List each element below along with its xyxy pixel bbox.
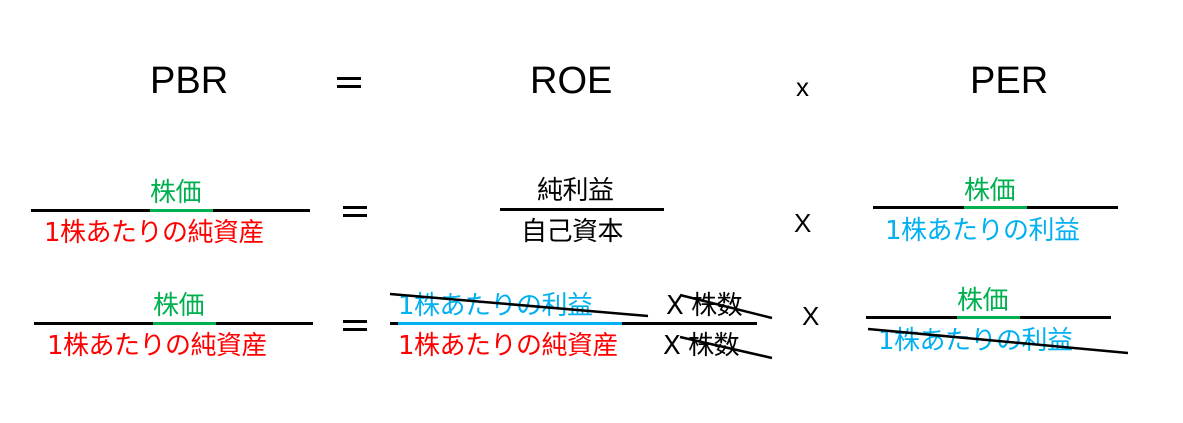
row2-lhs-numerator-underline	[150, 209, 213, 212]
roe-label: ROE	[530, 60, 613, 102]
row3-lhs-numerator-stock-price: 株価	[153, 291, 205, 321]
row1-multiply-sign: x	[796, 72, 809, 102]
row2-roe-fraction-bar	[500, 208, 664, 211]
row3-roe-denominator-bps: 1株あたりの純資産	[398, 331, 619, 361]
row1-equals-sign	[337, 77, 361, 88]
strike-per-denominator-eps	[867, 327, 1129, 355]
per-label: PER	[970, 60, 1049, 102]
strike-roe-numerator-shares	[679, 293, 773, 320]
row2-equals-sign	[343, 206, 367, 217]
strike-roe-denominator-shares	[679, 335, 773, 360]
row2-per-numerator-underline	[964, 206, 1027, 209]
row3-lhs-numerator-underline	[153, 322, 216, 325]
row2-per-numerator-stock-price: 株価	[964, 176, 1016, 206]
pbr-label: PBR	[150, 60, 229, 102]
row3-roe-numerator-underline	[398, 322, 622, 325]
row2-roe-denominator-equity: 自己資本	[521, 217, 624, 247]
row3-per-numerator-stock-price: 株価	[957, 286, 1009, 316]
row3-lhs-denominator-bps: 1株あたりの純資産	[47, 331, 268, 361]
row2-roe-numerator-net-income: 純利益	[537, 176, 614, 206]
row3-per-numerator-underline	[957, 316, 1020, 319]
row2-lhs-denominator-bps: 1株あたりの純資産	[44, 218, 265, 248]
row3-multiply-sign: X	[802, 301, 820, 331]
row3-roe-denominator-shares: X 株数	[663, 331, 740, 361]
row2-lhs-numerator-stock-price: 株価	[150, 178, 202, 208]
row2-multiply-sign: X	[794, 208, 812, 238]
row2-per-denominator-eps: 1株あたりの利益	[885, 216, 1080, 246]
row3-roe-numerator-shares: X 株数	[666, 291, 743, 321]
strike-roe-numerator-eps	[389, 292, 649, 318]
row3-equals-sign	[343, 320, 367, 331]
